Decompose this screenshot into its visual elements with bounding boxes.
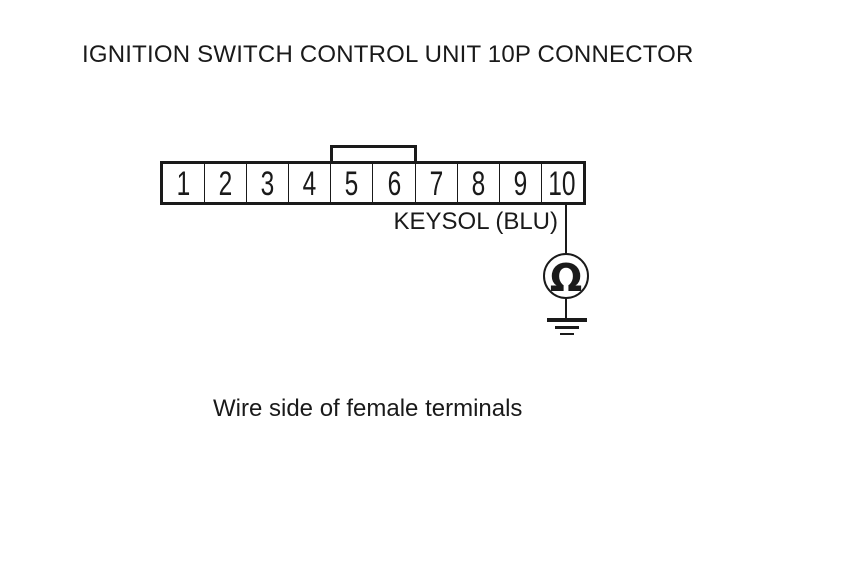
pin-number: 9 [513,164,528,202]
pin-number: 4 [303,164,317,202]
pin-cell-2: 2 [205,164,248,202]
pin-number: 10 [548,164,577,202]
pin-cell-7: 7 [416,164,458,202]
pin-number: 1 [176,164,191,202]
pin-number: 2 [218,164,233,202]
pin-cell-3: 3 [247,164,290,202]
ohm-symbol: Ω [549,256,583,300]
pin-number: 5 [345,164,359,202]
pin-cell-6: 6 [373,164,416,202]
ground-bar-top [547,318,587,322]
diagram-caption: Wire side of female terminals [213,395,523,422]
pin-cell-4: 4 [289,164,332,202]
pin-number: 7 [429,164,443,202]
pin-cell-10: 10 [542,164,583,202]
wire-segment-meter-to-ground [565,298,567,320]
wire-label-keysol: KEYSOL (BLU) [393,208,559,235]
pin-cell-5: 5 [331,164,374,202]
pin-number: 3 [260,164,275,202]
ohmmeter-icon: Ω [543,253,589,299]
wire-segment-pin10-to-meter [565,204,567,254]
ground-bar-middle [555,326,579,329]
pin-number: 8 [471,164,486,202]
pin-cell-1: 1 [163,164,206,202]
ground-bar-bottom [560,333,574,335]
pin-number: 6 [387,164,401,202]
pin-cell-8: 8 [458,164,500,202]
connector-body: 1 2 3 4 5 6 7 8 9 10 [160,161,586,205]
pin-cell-9: 9 [500,164,542,202]
diagram-title: IGNITION SWITCH CONTROL UNIT 10P CONNECT… [82,41,694,68]
